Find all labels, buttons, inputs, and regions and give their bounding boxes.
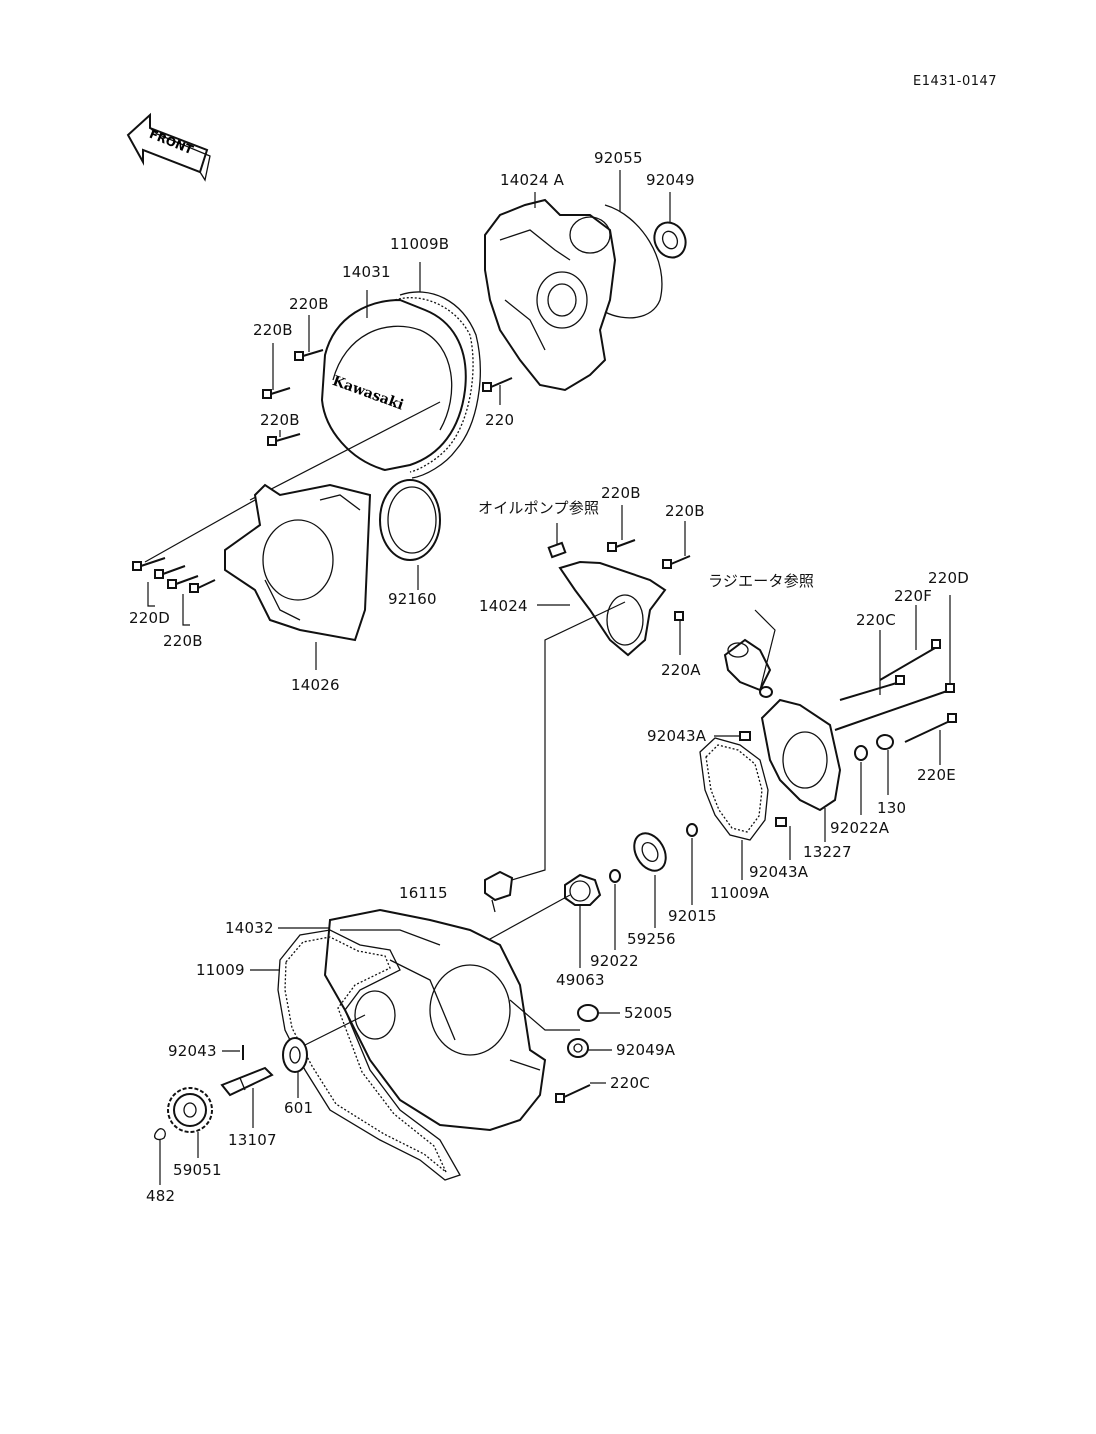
label-220: 220 [485, 411, 515, 429]
seal-92049 [653, 192, 687, 259]
label-220B-5: 220B [601, 484, 641, 502]
ref-oil-pump: オイルポンプ参照 [478, 499, 600, 517]
label-11009A: 11009A [710, 884, 770, 902]
label-14026: 14026 [291, 676, 340, 694]
bolt-130 [876, 734, 894, 795]
label-92043: 92043 [168, 1042, 217, 1060]
radiator-fitting [723, 609, 776, 698]
label-92043A-1: 92043A [647, 727, 707, 745]
label-220B-6: 220B [665, 502, 705, 520]
label-220B-2: 220B [253, 321, 293, 339]
bolt-220B-a [294, 315, 324, 361]
label-220D-1: 220D [129, 609, 170, 627]
bolt-220B-g [662, 521, 691, 569]
label-220C-1: 220C [856, 611, 896, 629]
generator-cover-14031: Kawasaki [320, 290, 467, 472]
seal-59256 [633, 832, 667, 928]
circlip-482 [154, 1128, 166, 1185]
bolt-220E [904, 713, 957, 765]
seal-92049A [567, 1038, 612, 1058]
pump-cover-14024 [537, 560, 667, 657]
front-arrow-icon: FRONT [126, 112, 211, 182]
bolt-220B-c [267, 430, 301, 446]
plug-52005 [577, 1004, 620, 1022]
label-11009: 11009 [196, 961, 245, 979]
label-59051: 59051 [173, 1161, 222, 1179]
gasket-11009A [699, 737, 769, 880]
label-220B-1: 220B [289, 295, 329, 313]
o-ring-92055 [604, 170, 663, 319]
bearing-49063 [564, 873, 602, 968]
label-14032: 14032 [225, 919, 274, 937]
bolt-220B-f [607, 505, 636, 552]
shaft-13107 [220, 1066, 274, 1128]
label-220E: 220E [917, 766, 956, 784]
water-pump-cover-13227 [760, 698, 842, 842]
label-49063: 49063 [556, 971, 605, 989]
label-220B-4: 220B [163, 632, 203, 650]
case-14024A [484, 192, 617, 392]
dowel-92043A-a [714, 731, 751, 741]
crankcase-cover-14032 [278, 908, 547, 1132]
plug-16115 [484, 870, 514, 913]
label-14024A: 14024 A [500, 171, 565, 189]
gasket-11009 [250, 929, 461, 1181]
bolt-220C-a [839, 630, 905, 701]
cap-92160 [379, 479, 441, 590]
bolt-220D-a [132, 557, 166, 571]
bolt-220B-b [262, 343, 291, 399]
label-601: 601 [284, 1099, 314, 1117]
sprocket-cover-14026 [224, 483, 372, 670]
gasket-11009B [394, 262, 481, 479]
label-482: 482 [146, 1187, 176, 1205]
label-13227: 13227 [803, 843, 852, 861]
label-92049A: 92049A [616, 1041, 676, 1059]
label-13107: 13107 [228, 1131, 277, 1149]
label-220B-3: 220B [260, 411, 300, 429]
bolt-220F [879, 605, 941, 681]
nut-92015 [686, 823, 698, 905]
bolt-220D-b [147, 565, 186, 607]
dowel-92043A-b [775, 817, 791, 860]
label-92043A-2: 92043A [749, 863, 809, 881]
bolt-220C-b [555, 1082, 606, 1103]
ref-radiator: ラジエータ参照 [708, 572, 815, 590]
pin-92043 [222, 1045, 244, 1060]
label-220D-2: 220D [928, 569, 969, 587]
washer-92022 [609, 869, 621, 950]
bolt-220B-d [167, 575, 199, 589]
bearing-601 [282, 1014, 366, 1098]
label-92022: 92022 [590, 952, 639, 970]
bolt-220B-e [182, 579, 216, 626]
bolt-220 [482, 377, 513, 405]
label-92160: 92160 [388, 590, 437, 608]
label-11009B: 11009B [390, 235, 450, 253]
washer-92022A [854, 745, 868, 815]
label-92022A: 92022A [830, 819, 890, 837]
label-16115: 16115 [399, 884, 448, 902]
label-92015: 92015 [668, 907, 717, 925]
label-220A: 220A [661, 661, 701, 679]
document-code: E1431-0147 [913, 74, 998, 89]
label-52005: 52005 [624, 1004, 673, 1022]
label-14031: 14031 [342, 263, 391, 281]
bolt-220A [674, 611, 684, 655]
label-59256: 59256 [627, 930, 676, 948]
oil-pump-fitting [547, 523, 567, 559]
label-130: 130 [877, 799, 907, 817]
label-92049: 92049 [646, 171, 695, 189]
label-92055: 92055 [594, 149, 643, 167]
bolt-220D-c [834, 595, 955, 731]
label-220F: 220F [894, 587, 933, 605]
label-14024: 14024 [479, 597, 528, 615]
gear-59051 [167, 1087, 213, 1158]
label-220C-2: 220C [610, 1074, 650, 1092]
